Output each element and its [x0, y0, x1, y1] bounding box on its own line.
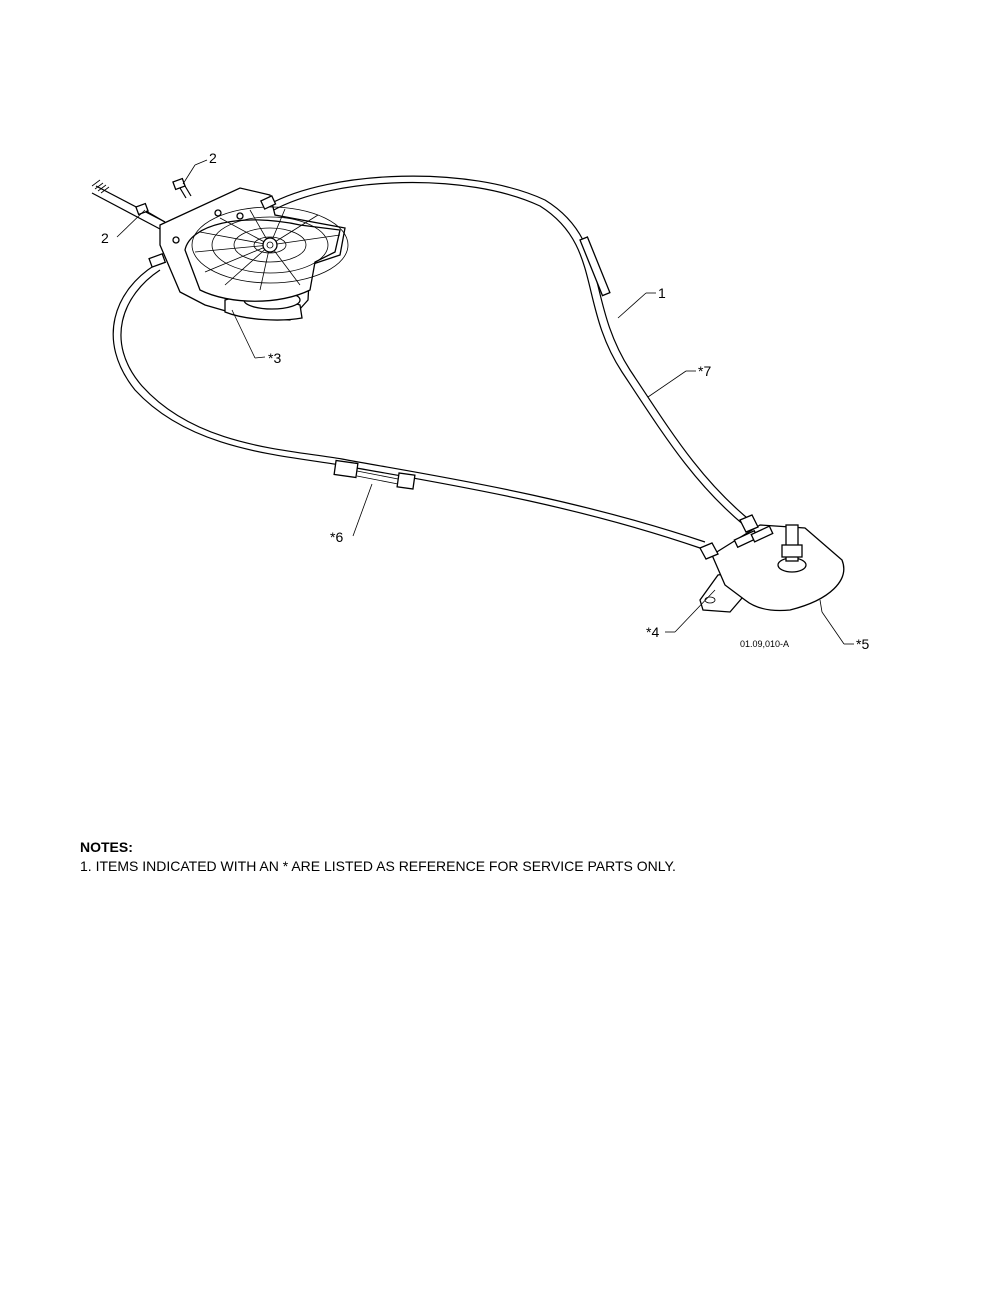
callout-4: *4	[646, 624, 659, 640]
parts-diagram: 2 2 *3 1 *7 *6 *4 *5 01.09,010-A	[91, 150, 869, 652]
callout-3: *3	[268, 350, 281, 366]
notes-block: NOTES: 1. ITEMS INDICATED WITH AN * ARE …	[80, 838, 676, 876]
pivot-bracket	[699, 514, 845, 613]
upper-cable	[267, 175, 753, 527]
lower-cable	[112, 264, 706, 549]
shift-shaft	[91, 179, 166, 230]
cable-sleeve	[579, 236, 611, 297]
callout-6: *6	[330, 529, 343, 545]
callout-2-lower: 2	[101, 230, 109, 246]
callout-5: *5	[856, 636, 869, 652]
bolt-lower	[135, 202, 166, 223]
callout-1: 1	[658, 285, 666, 301]
callout-2-upper: 2	[209, 150, 217, 166]
cable-coupler-end	[396, 472, 416, 490]
drawing-id: 01.09,010-A	[740, 639, 789, 649]
cable-coupler	[333, 459, 359, 479]
note-item: 1. ITEMS INDICATED WITH AN * ARE LISTED …	[80, 858, 676, 874]
notes-title: NOTES:	[80, 839, 133, 855]
shifter-assembly	[148, 187, 349, 321]
bolt-upper	[172, 177, 192, 199]
callout-7: *7	[698, 363, 711, 379]
leader-lines	[116, 159, 854, 645]
